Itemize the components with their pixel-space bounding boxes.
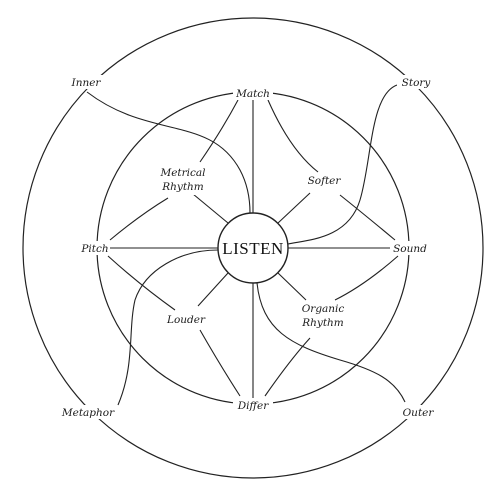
link-pitch-louder xyxy=(107,255,176,311)
label-louder: Louder xyxy=(166,314,206,326)
label-story: Story xyxy=(402,77,432,89)
curve-inner xyxy=(86,91,251,214)
label-pitch: Pitch xyxy=(80,243,108,255)
outer-ring xyxy=(22,17,484,479)
link-sound-organic xyxy=(334,255,399,301)
label-inner: Inner xyxy=(71,77,102,89)
spoke-metrical xyxy=(192,193,229,224)
curve-story xyxy=(287,84,398,245)
link-differ-organic xyxy=(264,337,311,397)
center-hub xyxy=(217,212,289,284)
link-differ-louder xyxy=(199,329,241,397)
label-organic-line1: Organic xyxy=(302,303,345,315)
link-match-softer xyxy=(267,99,319,173)
center-label: LISTEN xyxy=(222,239,284,258)
link-sound-softer xyxy=(339,194,396,241)
label-organic-line2: Rhythm xyxy=(301,317,344,329)
label-metrical-line2: Rhythm xyxy=(161,181,204,193)
spoke-softer xyxy=(277,192,311,224)
link-match-metrical xyxy=(199,99,239,163)
label-differ: Differ xyxy=(237,400,269,412)
label-metaphor: Metaphor xyxy=(61,407,115,419)
label-metrical-line1: Metrical xyxy=(159,167,205,179)
label-softer: Softer xyxy=(308,175,342,187)
spoke-louder xyxy=(197,272,229,307)
curve-metaphor xyxy=(117,249,219,406)
spoke-organic xyxy=(277,272,307,301)
label-sound: Sound xyxy=(393,243,427,255)
curve-outer xyxy=(256,282,406,403)
link-pitch-metrical xyxy=(109,197,169,241)
label-match: Match xyxy=(235,88,270,100)
label-outer: Outer xyxy=(403,407,435,419)
